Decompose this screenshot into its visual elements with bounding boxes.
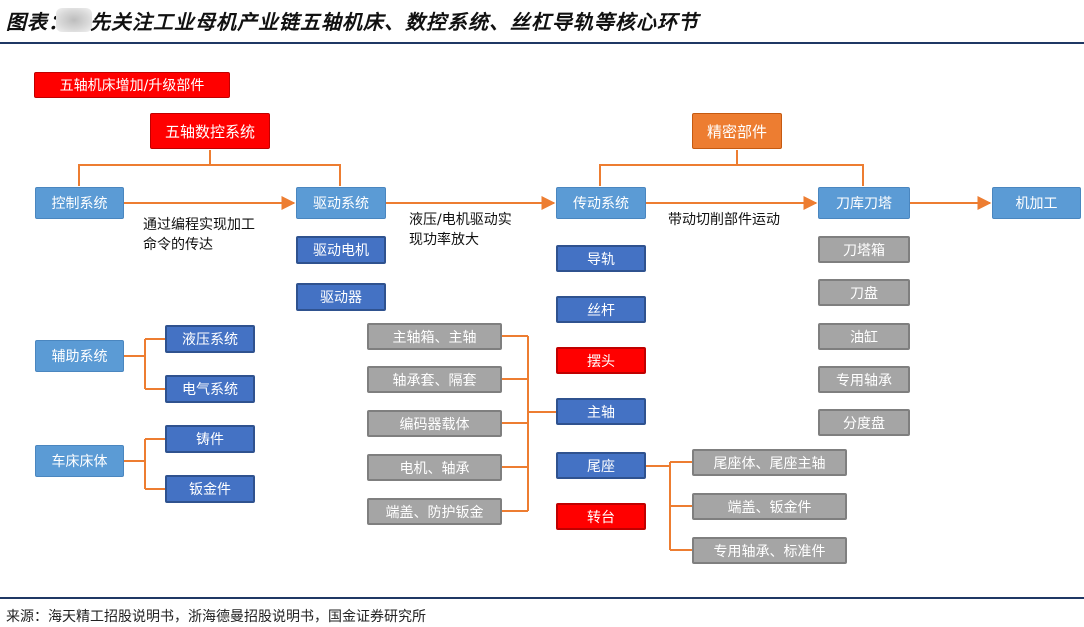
spindle-part-headstock: 主轴箱、主轴 xyxy=(367,323,502,350)
note-power-amplification: 液压/电机驱动实 现功率放大 xyxy=(409,210,512,250)
blurred-figure-number xyxy=(56,8,92,32)
note-programming-line2: 命令的传达 xyxy=(143,237,213,253)
nc-bracket xyxy=(78,150,341,186)
spindle-bracket xyxy=(502,335,556,512)
node-lathe-bed: 车床床体 xyxy=(35,445,124,477)
transmission-part-rotary-table: 转台 xyxy=(556,503,646,530)
node-transmission-system: 传动系统 xyxy=(556,187,646,219)
drive-part-motor: 驱动电机 xyxy=(296,236,386,264)
tool-part-indexing-plate: 分度盘 xyxy=(818,409,910,436)
spindle-part-bearing-sleeve: 轴承套、隔套 xyxy=(367,366,502,393)
node-tool-magazine: 刀库刀塔 xyxy=(818,187,910,219)
note-power-line1: 液压/电机驱动实 xyxy=(409,212,512,228)
precision-bracket xyxy=(599,150,864,186)
bed-bracket xyxy=(124,438,165,490)
spindle-part-end-cover: 端盖、防护钣金 xyxy=(367,498,502,525)
tailstock-bracket xyxy=(646,461,692,551)
note-programming: 通过编程实现加工 命令的传达 xyxy=(143,215,255,255)
transmission-part-swing-head: 摆头 xyxy=(556,347,646,374)
note-power-line2: 现功率放大 xyxy=(409,232,479,248)
spindle-part-encoder-carrier: 编码器载体 xyxy=(367,410,502,437)
aux-bracket xyxy=(124,338,165,390)
figure-title: 图表：优先关注工业母机产业链五轴机床、数控系统、丝杠导轨等核心环节 xyxy=(6,10,699,34)
transmission-part-spindle: 主轴 xyxy=(556,398,646,425)
figure-title-bar: 图表：优先关注工业母机产业链五轴机床、数控系统、丝杠导轨等核心环节 xyxy=(0,0,1084,44)
footer-divider xyxy=(0,597,1084,599)
aux-item-hydraulic: 液压系统 xyxy=(165,325,255,353)
group-precision-parts: 精密部件 xyxy=(692,113,782,149)
node-machining: 机加工 xyxy=(992,187,1081,219)
tool-part-turret-box: 刀塔箱 xyxy=(818,236,910,263)
node-control-system: 控制系统 xyxy=(35,187,124,219)
legend-upgraded-parts: 五轴机床增加/升级部件 xyxy=(34,72,230,98)
source-note: 来源：海天精工招股说明书，浙海德曼招股说明书，国金证券研究所 xyxy=(6,609,426,625)
note-cutting-motion: 带动切削部件运动 xyxy=(668,212,780,228)
drive-part-driver: 驱动器 xyxy=(296,283,386,311)
connector-lines xyxy=(78,150,992,551)
title-divider xyxy=(0,42,1084,44)
transmission-part-lead-screw: 丝杆 xyxy=(556,296,646,323)
node-drive-system: 驱动系统 xyxy=(296,187,386,219)
transmission-part-tailstock: 尾座 xyxy=(556,452,646,479)
transmission-part-guide-rail: 导轨 xyxy=(556,245,646,272)
tool-part-bearing: 专用轴承 xyxy=(818,366,910,393)
tailstock-part-body: 尾座体、尾座主轴 xyxy=(692,449,847,476)
bed-item-casting: 铸件 xyxy=(165,425,255,453)
tailstock-part-bearing: 专用轴承、标准件 xyxy=(692,537,847,564)
tailstock-part-end-cover: 端盖、钣金件 xyxy=(692,493,847,520)
note-programming-line1: 通过编程实现加工 xyxy=(143,217,255,233)
aux-item-electrical: 电气系统 xyxy=(165,375,255,403)
tool-part-cutter-disc: 刀盘 xyxy=(818,279,910,306)
spindle-part-motor-bearing: 电机、轴承 xyxy=(367,454,502,481)
tool-part-oil-cylinder: 油缸 xyxy=(818,323,910,350)
group-nc-system: 五轴数控系统 xyxy=(150,113,270,149)
bed-item-sheet-metal: 钣金件 xyxy=(165,475,255,503)
node-aux-system: 辅助系统 xyxy=(35,340,124,372)
